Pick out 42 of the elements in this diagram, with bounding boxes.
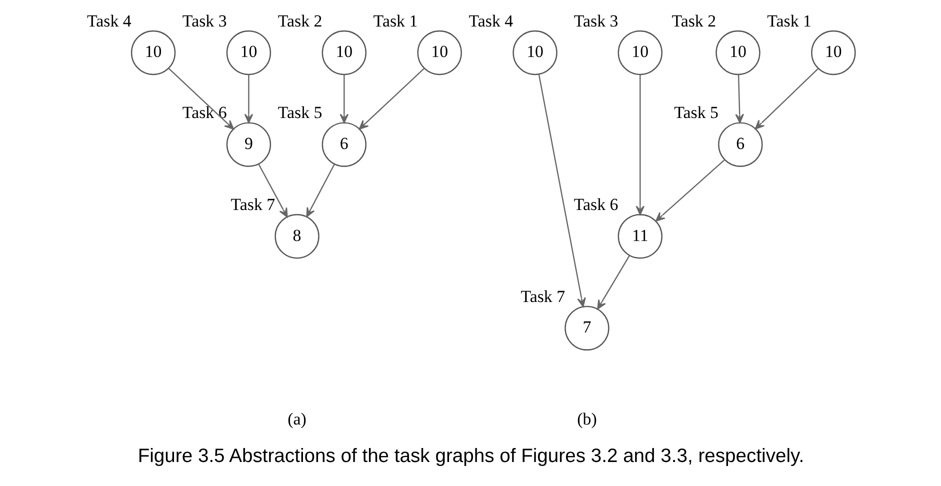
- arrow: [654, 159, 725, 222]
- node-circle: 10: [416, 30, 462, 76]
- arrow: [635, 74, 644, 216]
- node-label: Task 7: [230, 195, 275, 214]
- node-circle: 10: [810, 30, 856, 76]
- arrow: [754, 68, 818, 130]
- node-circle: 10: [512, 30, 557, 76]
- node-label: Task 2: [277, 11, 322, 30]
- arrow: [168, 68, 234, 130]
- node-circle: 11: [617, 214, 662, 259]
- node-label: Task 4: [468, 11, 513, 30]
- arrow: [734, 74, 744, 124]
- node-circle: 6: [718, 122, 762, 167]
- node-circle: 10: [226, 30, 271, 76]
- arrow: [258, 164, 288, 218]
- node-label: Task 2: [671, 11, 716, 30]
- arrow: [339, 74, 348, 124]
- node-label: Task 7: [520, 286, 565, 306]
- node-label: Task 5: [674, 103, 718, 122]
- arrow: [244, 74, 253, 124]
- node-label: Task 3: [182, 11, 226, 30]
- arrow: [538, 74, 586, 308]
- node-label: Task 5: [277, 103, 322, 122]
- node-label: Task 4: [86, 11, 131, 30]
- label: (a): [287, 409, 306, 428]
- node-circle: 10: [715, 30, 760, 76]
- node-label: Task 3: [573, 11, 618, 30]
- node-circle: 6: [321, 122, 366, 167]
- node-label: Task 6: [573, 195, 618, 214]
- node-circle: 8: [274, 214, 319, 259]
- label: (b): [576, 409, 596, 428]
- caption: Figure 3.5 Abstractions of the task graphs of Figures 3.2 and 3.3, respectively.: [137, 446, 804, 468]
- node-circle: 10: [321, 30, 366, 76]
- node-label: Task 1: [766, 11, 812, 30]
- arrow: [306, 164, 334, 218]
- arrow: [358, 68, 424, 130]
- node-circle: 7: [564, 306, 609, 351]
- node-label: Task 1: [372, 11, 418, 30]
- node-circle: 9: [226, 122, 271, 167]
- arrow: [596, 255, 630, 310]
- node-circle: 10: [130, 30, 176, 76]
- node-circle: 10: [617, 30, 662, 76]
